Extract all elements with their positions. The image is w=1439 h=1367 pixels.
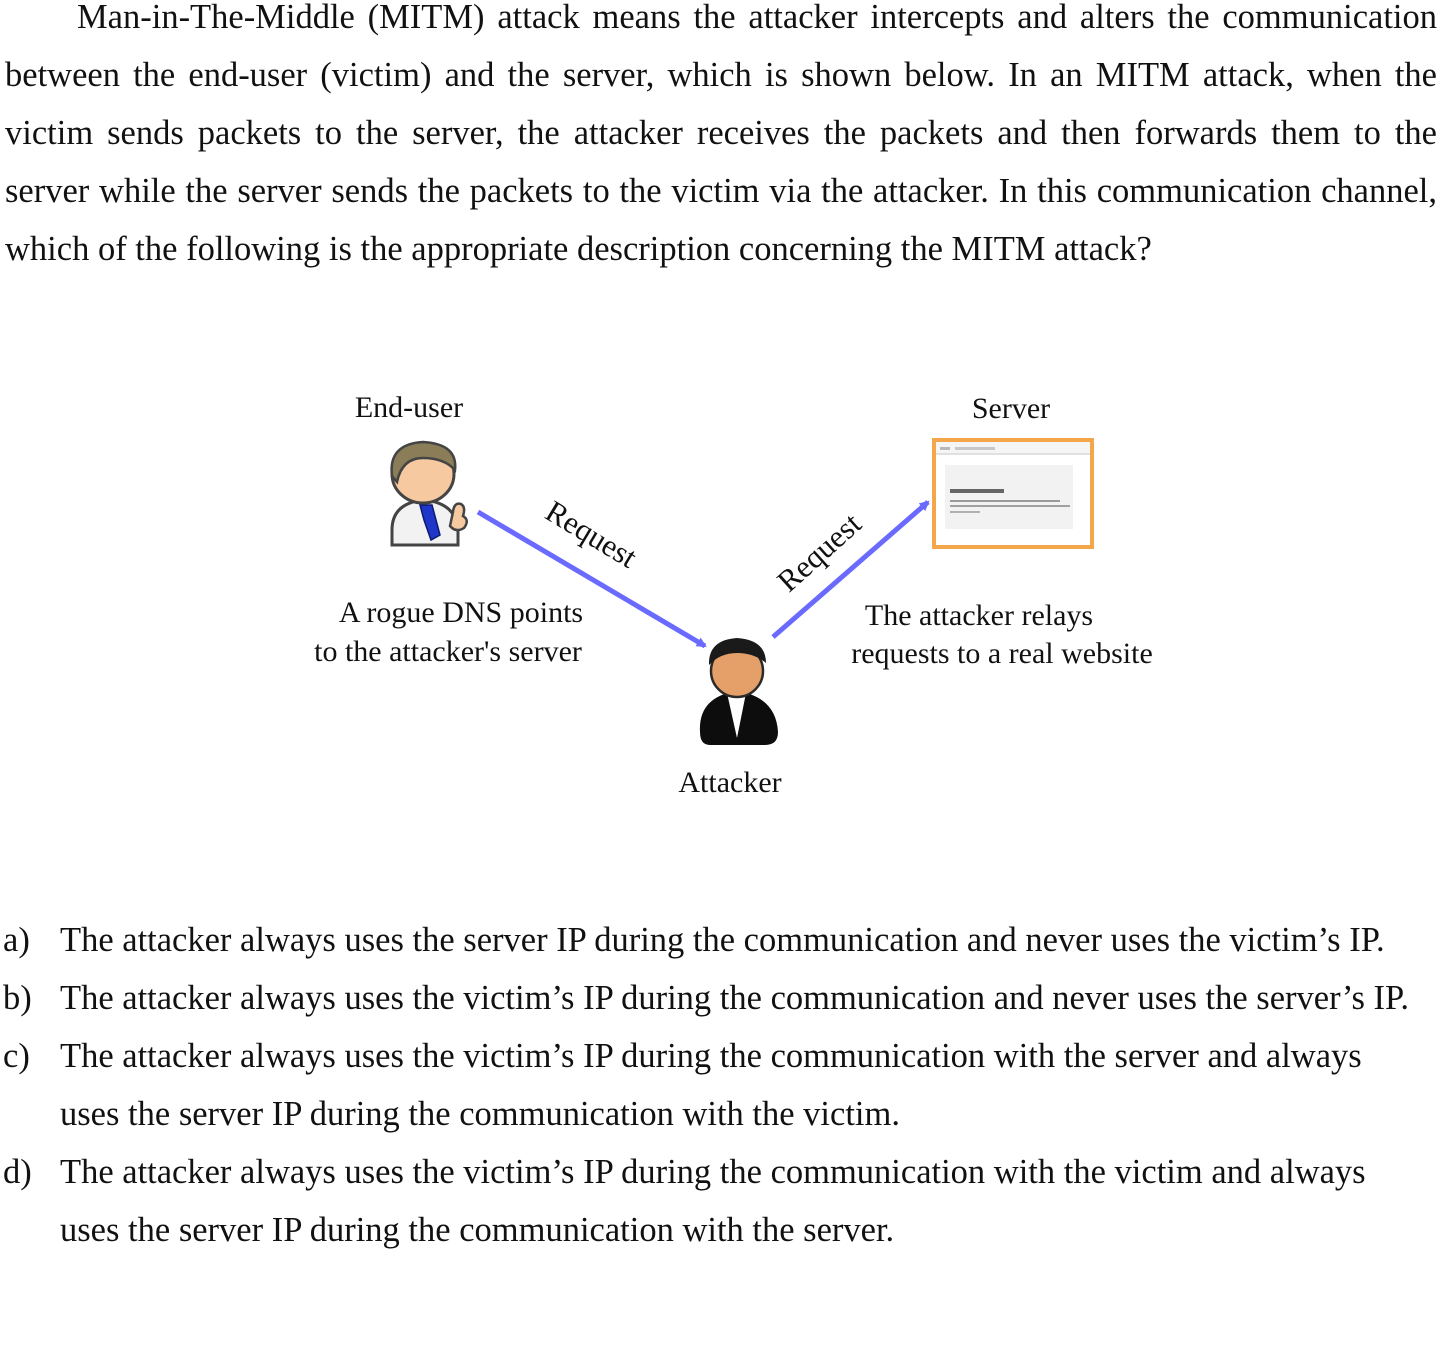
option-letter: d) <box>3 1153 32 1191</box>
option-text: The attacker always uses the victim’s IP… <box>60 979 1409 1017</box>
mitm-diagram: End-user Server Attacker Request Request… <box>314 391 1153 799</box>
left-note-line-2: to the attacker's server <box>314 635 582 668</box>
option-b[interactable]: b) The attacker always uses the victim’s… <box>0 969 1420 1027</box>
request-arrow-right <box>771 500 930 639</box>
server-label: Server <box>972 392 1050 425</box>
answer-options: a) The attacker always uses the server I… <box>0 911 1439 1259</box>
right-note-line-2: requests to a real website <box>851 637 1153 670</box>
question-text: Man-in-The-Middle (MITM) attack means th… <box>5 0 1437 268</box>
attacker-avatar-icon <box>699 638 778 745</box>
right-arrow-label: Request <box>770 506 868 599</box>
option-text: The attacker always uses the victim’s IP… <box>60 1153 1366 1249</box>
end-user-label: End-user <box>355 391 463 424</box>
left-arrow-label: Request <box>540 493 644 575</box>
option-letter: c) <box>3 1037 30 1075</box>
option-d[interactable]: d) The attacker always uses the victim’s… <box>0 1143 1420 1259</box>
request-arrow-left <box>476 509 707 649</box>
option-text: The attacker always uses the server IP d… <box>60 921 1385 959</box>
option-text: The attacker always uses the victim’s IP… <box>60 1037 1362 1133</box>
option-c[interactable]: c) The attacker always uses the victim’s… <box>0 1027 1420 1143</box>
attacker-label: Attacker <box>678 766 781 799</box>
right-note-line-1: The attacker relays <box>865 599 1093 632</box>
left-note-line-1: A rogue DNS points <box>339 596 583 629</box>
option-letter: b) <box>3 979 32 1017</box>
server-webpage-icon <box>932 438 1094 549</box>
option-a[interactable]: a) The attacker always uses the server I… <box>0 911 1420 969</box>
end-user-avatar-icon <box>390 440 468 547</box>
option-letter: a) <box>3 921 30 959</box>
